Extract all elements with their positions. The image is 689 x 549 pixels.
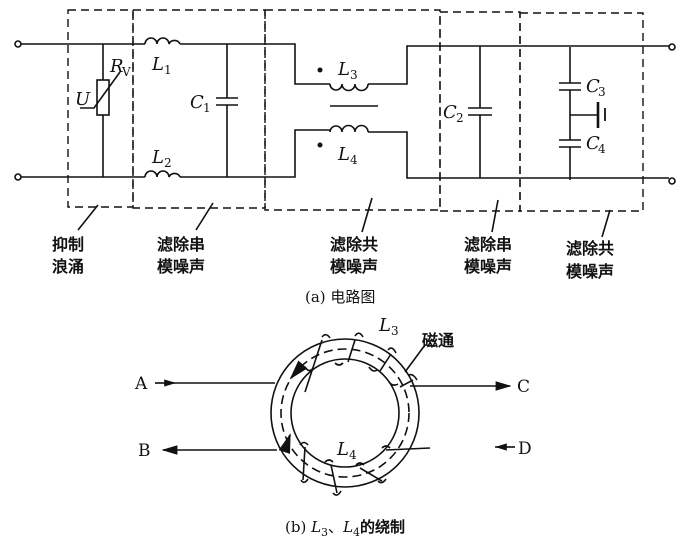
label-l3: L 3 [378, 315, 399, 338]
svg-text:4: 4 [349, 448, 357, 462]
svg-text:模噪声: 模噪声 [464, 257, 512, 276]
svg-text:模噪声: 模噪声 [157, 257, 205, 276]
svg-text:L: L [337, 59, 350, 80]
ground-icon [596, 102, 606, 128]
svg-text:3: 3 [391, 324, 399, 338]
varistor-rv: U R V [75, 56, 131, 116]
svg-text:L: L [151, 147, 164, 168]
svg-text:L: L [337, 144, 350, 165]
svg-text:4: 4 [598, 142, 606, 156]
svg-text:L: L [151, 54, 164, 75]
svg-text:4: 4 [350, 153, 358, 167]
inductor-l4: L 4 [317, 124, 369, 167]
caption-a: (a) 电路图 [305, 288, 375, 306]
svg-text:L: L [378, 315, 391, 336]
capacitor-c4: C 4 [559, 133, 606, 156]
svg-text:模噪声: 模噪声 [330, 257, 378, 276]
svg-text:C: C [586, 76, 600, 97]
lead-wires [155, 344, 515, 455]
svg-text:L: L [336, 439, 349, 460]
svg-text:模噪声: 模噪声 [566, 262, 614, 281]
svg-text:C: C [190, 92, 204, 113]
svg-text:U: U [75, 89, 91, 110]
svg-text:滤除共: 滤除共 [330, 235, 378, 254]
terminal-c: C [517, 377, 530, 397]
svg-text:滤除串: 滤除串 [464, 235, 512, 254]
inductor-l1: L 1 [144, 37, 181, 77]
section-boxes [67, 9, 644, 212]
leader-lines [77, 197, 611, 238]
terminal-d: D [518, 439, 532, 459]
toroid-core [270, 338, 420, 488]
winding-l3 [304, 332, 418, 393]
caption-b: (b) L3、L4的绕制 [285, 518, 405, 539]
capacitor-c3: C 3 [559, 76, 606, 99]
flux-arrows [278, 360, 308, 454]
svg-text:C: C [586, 133, 600, 154]
svg-text:2: 2 [456, 111, 464, 125]
svg-text:浪涌: 浪涌 [52, 257, 84, 276]
wires [21, 43, 669, 180]
svg-text:滤除共: 滤除共 [566, 239, 614, 258]
flux-label: 磁通 [422, 331, 454, 350]
capacitor-c2: C 2 [443, 102, 492, 125]
svg-text:3: 3 [598, 85, 606, 99]
capacitor-c1: C 1 [190, 92, 238, 115]
svg-text:C: C [443, 102, 457, 123]
svg-text:滤除串: 滤除串 [157, 235, 205, 254]
terminal-a: A [134, 374, 148, 394]
svg-text:1: 1 [203, 101, 211, 115]
winding-l4 [299, 441, 431, 496]
svg-text:抑制: 抑制 [52, 235, 84, 254]
input-terminals [14, 40, 22, 181]
terminal-b: B [138, 441, 151, 461]
section-labels: 抑制 浪涌 滤除串 模噪声 滤除共 模噪声 滤除串 模噪声 滤除共 模噪声 [52, 235, 614, 281]
svg-text:V: V [121, 65, 131, 79]
svg-text:2: 2 [164, 156, 172, 170]
svg-text:1: 1 [164, 63, 172, 77]
svg-text:R: R [109, 56, 124, 77]
inductor-l3: L 3 [317, 59, 369, 92]
label-l4: L 4 [336, 439, 357, 462]
output-terminals [668, 43, 676, 185]
inductor-l2: L 2 [144, 147, 181, 178]
svg-text:3: 3 [350, 68, 358, 82]
